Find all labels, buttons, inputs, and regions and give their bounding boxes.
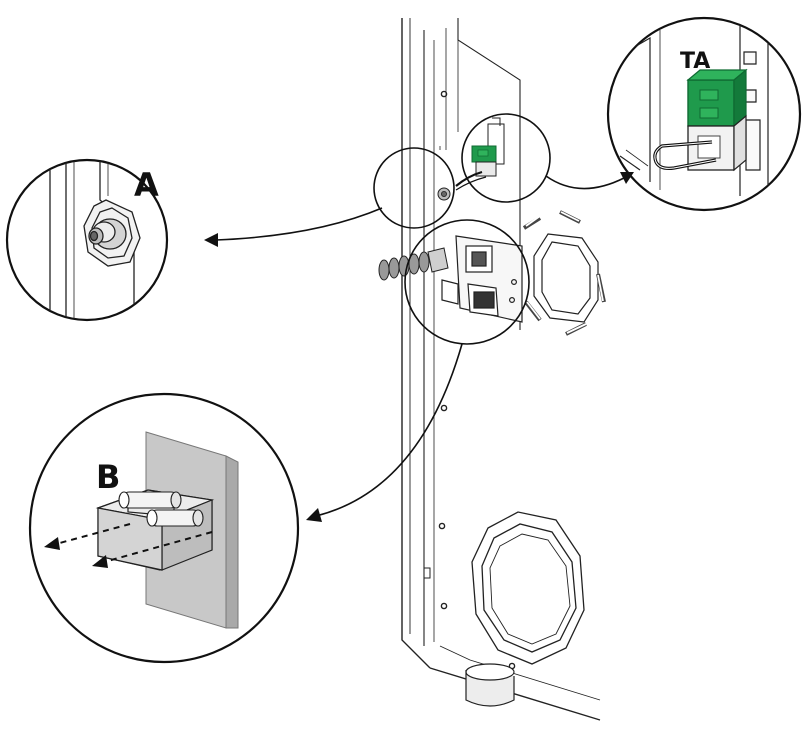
detail-a: A: [5, 158, 169, 322]
terminal-block-small: [455, 117, 505, 191]
power-inlet-assembly: [441, 235, 523, 323]
zoom-marker-a: [373, 147, 455, 229]
pull-arrow-upper: [44, 523, 131, 550]
unit-side-panel: [401, 18, 601, 721]
pull-arrow-lower: [92, 531, 213, 568]
arrow-to-a: [215, 207, 383, 241]
detail-b: B: [28, 392, 300, 664]
leveling-foot: [465, 663, 515, 707]
fuse-cartridge-1: [118, 491, 182, 509]
duct-ring-upper: [522, 210, 606, 336]
detail-ta: TA: [606, 16, 802, 212]
zoom-marker-b: [404, 219, 530, 345]
ground-screw-small: [437, 187, 451, 201]
cable-spring: [378, 247, 449, 281]
label-a: A: [134, 166, 159, 204]
label-b: B: [96, 458, 120, 496]
label-ta: TA: [680, 49, 710, 74]
arrow-heads: [204, 172, 634, 522]
fuse-cartridge-2: [146, 509, 204, 527]
arrow-to-b: [315, 343, 463, 517]
duct-ring-lower: [471, 511, 585, 665]
zoom-marker-ta: [461, 113, 551, 203]
callout-arrows: [215, 175, 625, 517]
arrow-to-ta: [545, 175, 625, 190]
terminal-block-green: [686, 68, 748, 128]
